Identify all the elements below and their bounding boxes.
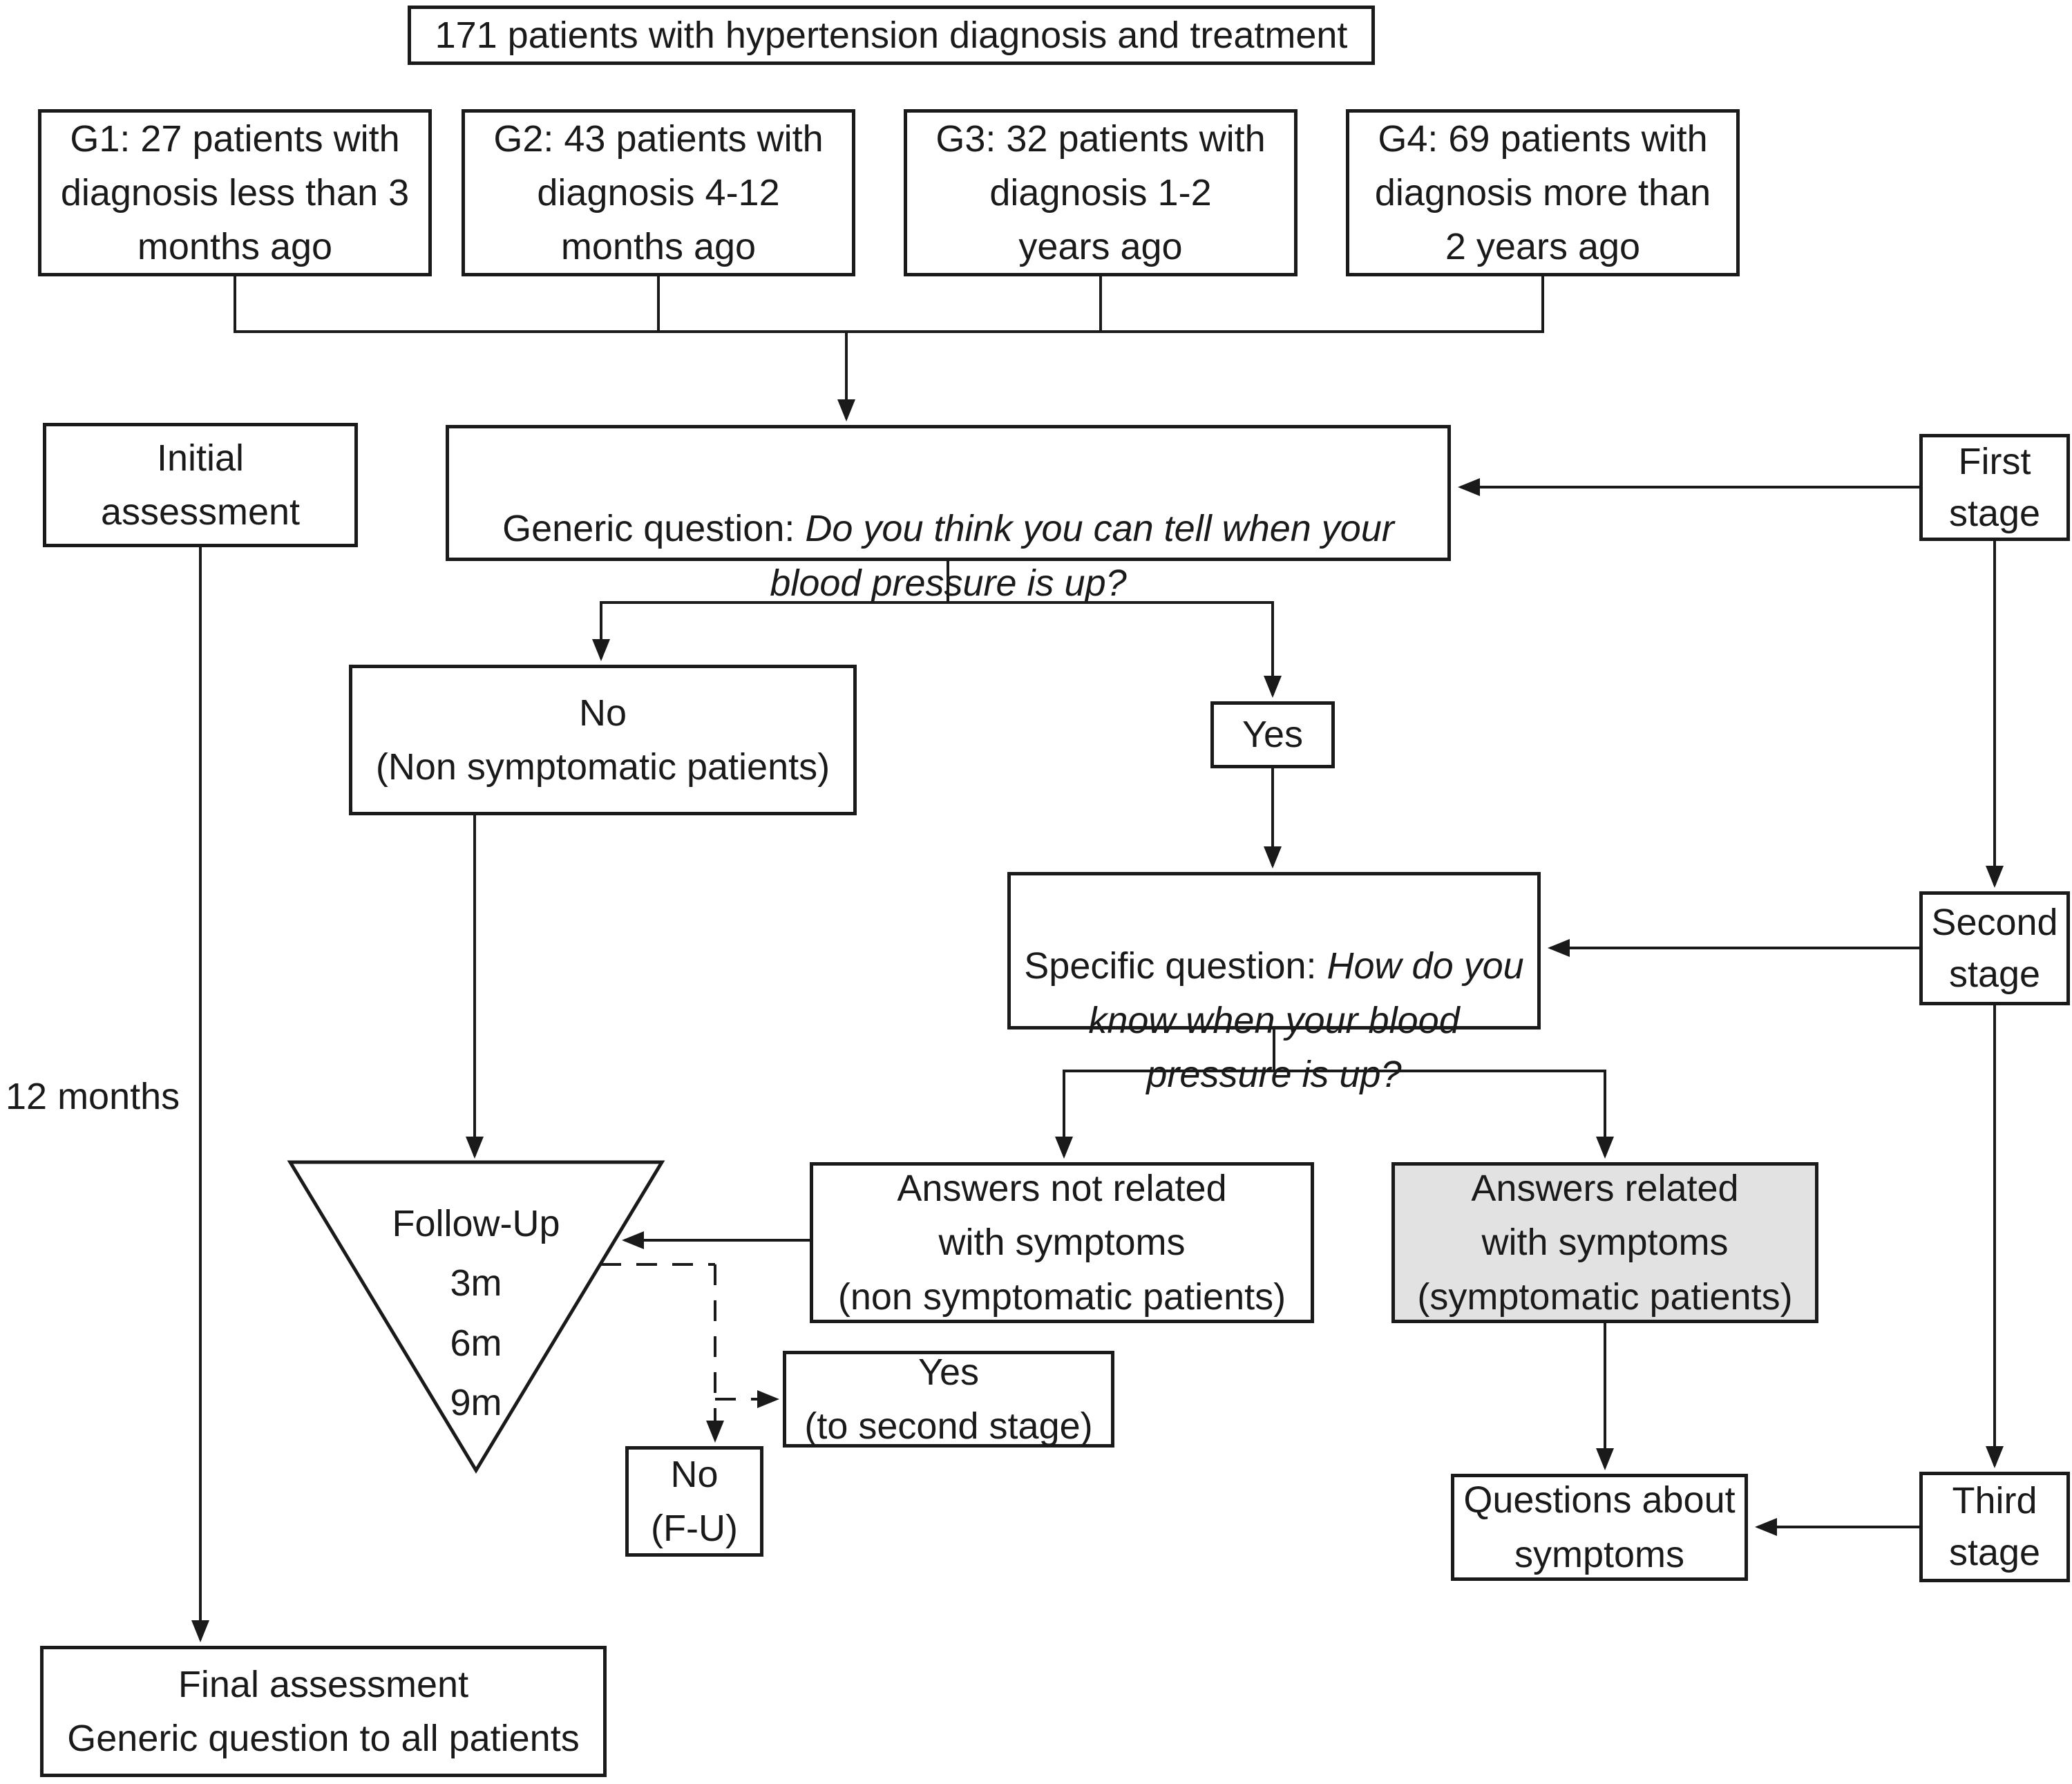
- answers-related-box: Answers related with symptoms (symptomat…: [1391, 1162, 1818, 1323]
- group-g1-box: G1: 27 patients with diagnosis less than…: [38, 109, 432, 276]
- final-assessment-box: Final assessment Generic question to all…: [40, 1646, 607, 1777]
- group-g4-box: G4: 69 patients with diagnosis more than…: [1346, 109, 1740, 276]
- answer-no-box: No (Non symptomatic patients): [349, 665, 857, 815]
- questions-about-symptoms-box: Questions about symptoms: [1451, 1474, 1748, 1581]
- generic-question-prefix: Generic question:: [502, 508, 806, 550]
- total-patients-box: 171 patients with hypertension diagnosis…: [408, 6, 1375, 65]
- first-stage-box: First stage: [1919, 434, 2070, 541]
- group-g2-box: G2: 43 patients with diagnosis 4-12 mont…: [462, 109, 855, 276]
- specific-question-prefix: Specific question:: [1024, 945, 1327, 987]
- specific-question-box: Specific question: How do you know when …: [1007, 872, 1541, 1095]
- third-stage-box: Third stage: [1919, 1472, 2070, 1582]
- follow-up-triangle-label: Follow-Up 3m 6m 9m: [392, 1203, 560, 1424]
- answers-not-related-box: Answers not related with symptoms (non s…: [810, 1162, 1314, 1323]
- group-g3-box: G3: 32 patients with diagnosis 1-2 years…: [904, 109, 1298, 276]
- twelve-months-label: 12 months: [6, 1076, 180, 1117]
- initial-assessment-box: Initial assessment: [43, 423, 358, 547]
- generic-question-text: Do you think you can tell when your bloo…: [770, 508, 1394, 604]
- second-stage-box: Second stage: [1919, 891, 2070, 1005]
- answer-yes-box: Yes: [1210, 701, 1335, 768]
- generic-question-box: Generic question: Do you think you can t…: [446, 425, 1451, 604]
- follow-up-no-box: No (F-U): [625, 1446, 763, 1557]
- specific-question-text: How do you know when your blood pressure…: [1088, 945, 1524, 1095]
- follow-up-yes-box: Yes (to second stage): [783, 1351, 1114, 1448]
